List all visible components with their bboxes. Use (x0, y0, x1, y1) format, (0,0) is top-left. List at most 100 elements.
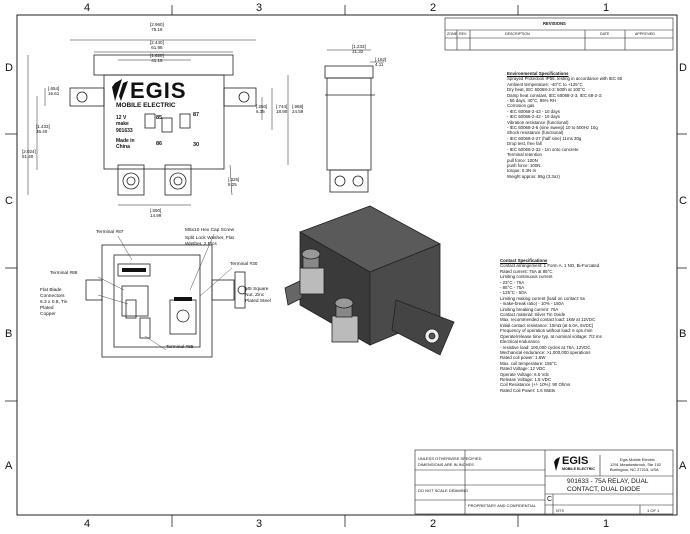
tb-address-1: 1291 Meadowbrook, Ste 102 (610, 462, 662, 467)
contact-line: Contact material: Silver Tin Oxide (500, 312, 566, 318)
contact-line: - 85°C - 75A (500, 285, 525, 291)
relay-part-number: 901633 (116, 128, 133, 134)
contact-line: Limiting making current (load on contact… (500, 295, 585, 301)
env-line: torque: 0.3N·m (507, 168, 537, 174)
env-line: Ambient temperature: -40°C to +125°C (507, 81, 583, 87)
tb-notes-1: UNLESS OTHERWISE SPECIFIED (418, 456, 482, 461)
relay-make: make (116, 121, 129, 127)
contact-line: Frequency of operation without load: 6 o… (500, 328, 593, 334)
env-line: Damp heat constant, IEC 60068-2-3, IEC 6… (507, 92, 603, 98)
pin-86: 86 (156, 141, 163, 147)
tb-brand-sub: MOBILE ELECTRIC (562, 467, 595, 471)
callout-terminal-86: Terminal #86 (50, 271, 78, 276)
zone-row-d-left: D (5, 62, 13, 74)
zone-row-a-left: A (5, 460, 13, 472)
env-line: - IEC 60068-2-32 - 1m onto concrete (507, 146, 579, 152)
contact-line: Max. recommended contact load: 1kW at 12… (500, 317, 596, 323)
pin-30: 30 (193, 142, 200, 148)
env-line: Sprayed Protection IP56, testing in acco… (507, 76, 623, 82)
zone-row-c-right: C (679, 195, 687, 207)
zone-row-d-right: D (679, 62, 687, 74)
contact-title: Contact Specifications (500, 258, 548, 263)
zone-col-3-top: 3 (256, 2, 263, 14)
env-line: Shock resistance (functional) (507, 130, 564, 136)
contact-line: Limiting continuous current (500, 274, 553, 280)
relay-origin-2: China (116, 144, 130, 150)
dim-side-depth: [.162] 4.11 (375, 57, 387, 67)
contact-line: Initial contact resistance: 10mΩ (at 6.0… (500, 322, 594, 328)
env-line: Weight approx: 95g (3.3oz) (507, 173, 560, 179)
contact-line: Coil Resistance (+/- 10%): 90 Ohms (500, 382, 571, 388)
env-line: - IEC 60068-2-6 (sine sweep) 10 to 500Hz… (507, 125, 598, 131)
zone-row-a-right: A (679, 460, 687, 472)
tb-title-1: 901633 - 75A RELAY, DUAL (567, 478, 649, 485)
environmental-specs: Environmental Specifications Sprayed Pro… (507, 71, 622, 179)
revisions-title: REVISIONS (543, 21, 566, 26)
dim-height-2: [2.024] 51.40 (22, 149, 36, 159)
relay-origin-1: Made in (116, 138, 135, 144)
contact-line: Rated Coil Power: 1.6 Watts (500, 387, 555, 393)
rev-col-description: DESCRIPTION (505, 32, 530, 36)
callout-terminal-85: Terminal #85 (166, 345, 194, 350)
contact-line: Release Voltage: 1.5 VDC (500, 376, 552, 382)
callout-terminal-87: Terminal #87 (96, 230, 124, 235)
dim-overall-width: [2.960] 75.18 (150, 22, 164, 32)
contact-line: - 125°C - 50A (500, 290, 527, 296)
tb-size: C (547, 496, 553, 503)
env-line: Terminal retention (507, 152, 542, 158)
contact-line: Max. coil temperature: 155°C (500, 360, 557, 366)
tb-sheet: 1 OF 1 (647, 508, 660, 513)
env-line: Corrosion gas (507, 103, 535, 109)
callout-washer: Split Lock Washer, Flat Washer, 2 Plcs (185, 236, 234, 247)
dim-744: [.744] 18.90 (276, 104, 288, 114)
zone-col-2-bottom: 2 (430, 518, 437, 530)
zone-col-1-bottom: 1 (603, 518, 610, 530)
pin-85: 85 (156, 115, 163, 121)
contact-line: - make-break ratio) - 10% - 150A (500, 301, 564, 307)
env-line: Drop test, free fall (507, 141, 542, 147)
env-line: - 56 days, 40°C, 95% RH (507, 98, 557, 104)
dim-body-width: [2.440] 61.98 (150, 40, 164, 50)
zone-col-1-top: 1 (603, 2, 610, 14)
env-line: Vibration resistance (functional) (507, 119, 569, 125)
env-line: Dry heat, IEC 60068-2-2: 500h at 100°C (507, 87, 586, 93)
tb-proprietary: PROPRIETARY AND CONFIDENTIAL (468, 503, 537, 508)
contact-line: Mechanical endurance: >1,000,000 operati… (500, 349, 591, 355)
tb-brand: EGIS (562, 455, 589, 467)
zone-row-b-right: B (679, 328, 687, 340)
tb-scale: NTS (556, 508, 564, 513)
contact-line: - resistive load: 100,000 cycles at 75A,… (500, 344, 591, 350)
dim-968: [.968] 24.59 (292, 104, 304, 114)
env-line: pull force: 100N (507, 157, 538, 163)
dim-250: [.250] 6.35 (256, 104, 268, 114)
env-line: - IEC 60068-2-42 - 10 days (507, 114, 560, 120)
callout-hex-screw: M5x10 Hex Cap Screw (185, 228, 235, 233)
env-line: - IEC 60068-2-43 - 10 days (507, 108, 560, 114)
callout-flat-blade: Flat Blade Connectors 6.3 x 0.8, Tin Pla… (40, 288, 68, 317)
pin-87: 87 (193, 112, 200, 118)
tb-title-2: CONTACT, DUAL DIODE (567, 486, 641, 493)
tb-notes-2: DIMENSIONS ARE IN INCHES (418, 462, 474, 467)
contact-line: Operate Voltage: 6.5 Vdc (500, 371, 550, 377)
rev-col-date: DATE (600, 32, 610, 36)
contact-line: - 23°C - 75A (500, 279, 525, 285)
zone-col-3-bottom: 3 (256, 518, 263, 530)
tb-address-2: Burlington, NC 27215, USA (610, 467, 659, 472)
callout-terminal-30: Terminal #30 (230, 262, 258, 267)
contact-line: Rated Voltage: 12 VDC (500, 366, 546, 372)
contact-specs: Contact Specifications Contact arrangeme… (500, 258, 602, 393)
env-line: - IEC 60068-2-27 (half sine) 11ms 30g (507, 135, 582, 141)
contact-line: Rated coil power: 1.6W (500, 355, 546, 361)
tb-notes-3: DO NOT SCALE DRAWING (418, 488, 469, 493)
dim-height-1: [1.433] 36.40 (36, 124, 50, 134)
dim-left-height: [.654] 16.61 (48, 86, 60, 96)
tb-company: Egis Mobile Electric (620, 457, 655, 462)
env-title: Environmental Specifications (507, 71, 569, 76)
zone-col-4-bottom: 4 (84, 518, 91, 530)
dim-325: [.325] 8.25 (228, 177, 240, 187)
dim-stud-width: [1.620] 41.15 (150, 53, 164, 63)
contact-line: Limiting breaking current: 75A (500, 306, 559, 312)
zone-col-2-top: 2 (430, 2, 437, 14)
zone-row-b-left: B (5, 328, 13, 340)
dim-side-width: [1.233] 31.32 (352, 44, 366, 54)
